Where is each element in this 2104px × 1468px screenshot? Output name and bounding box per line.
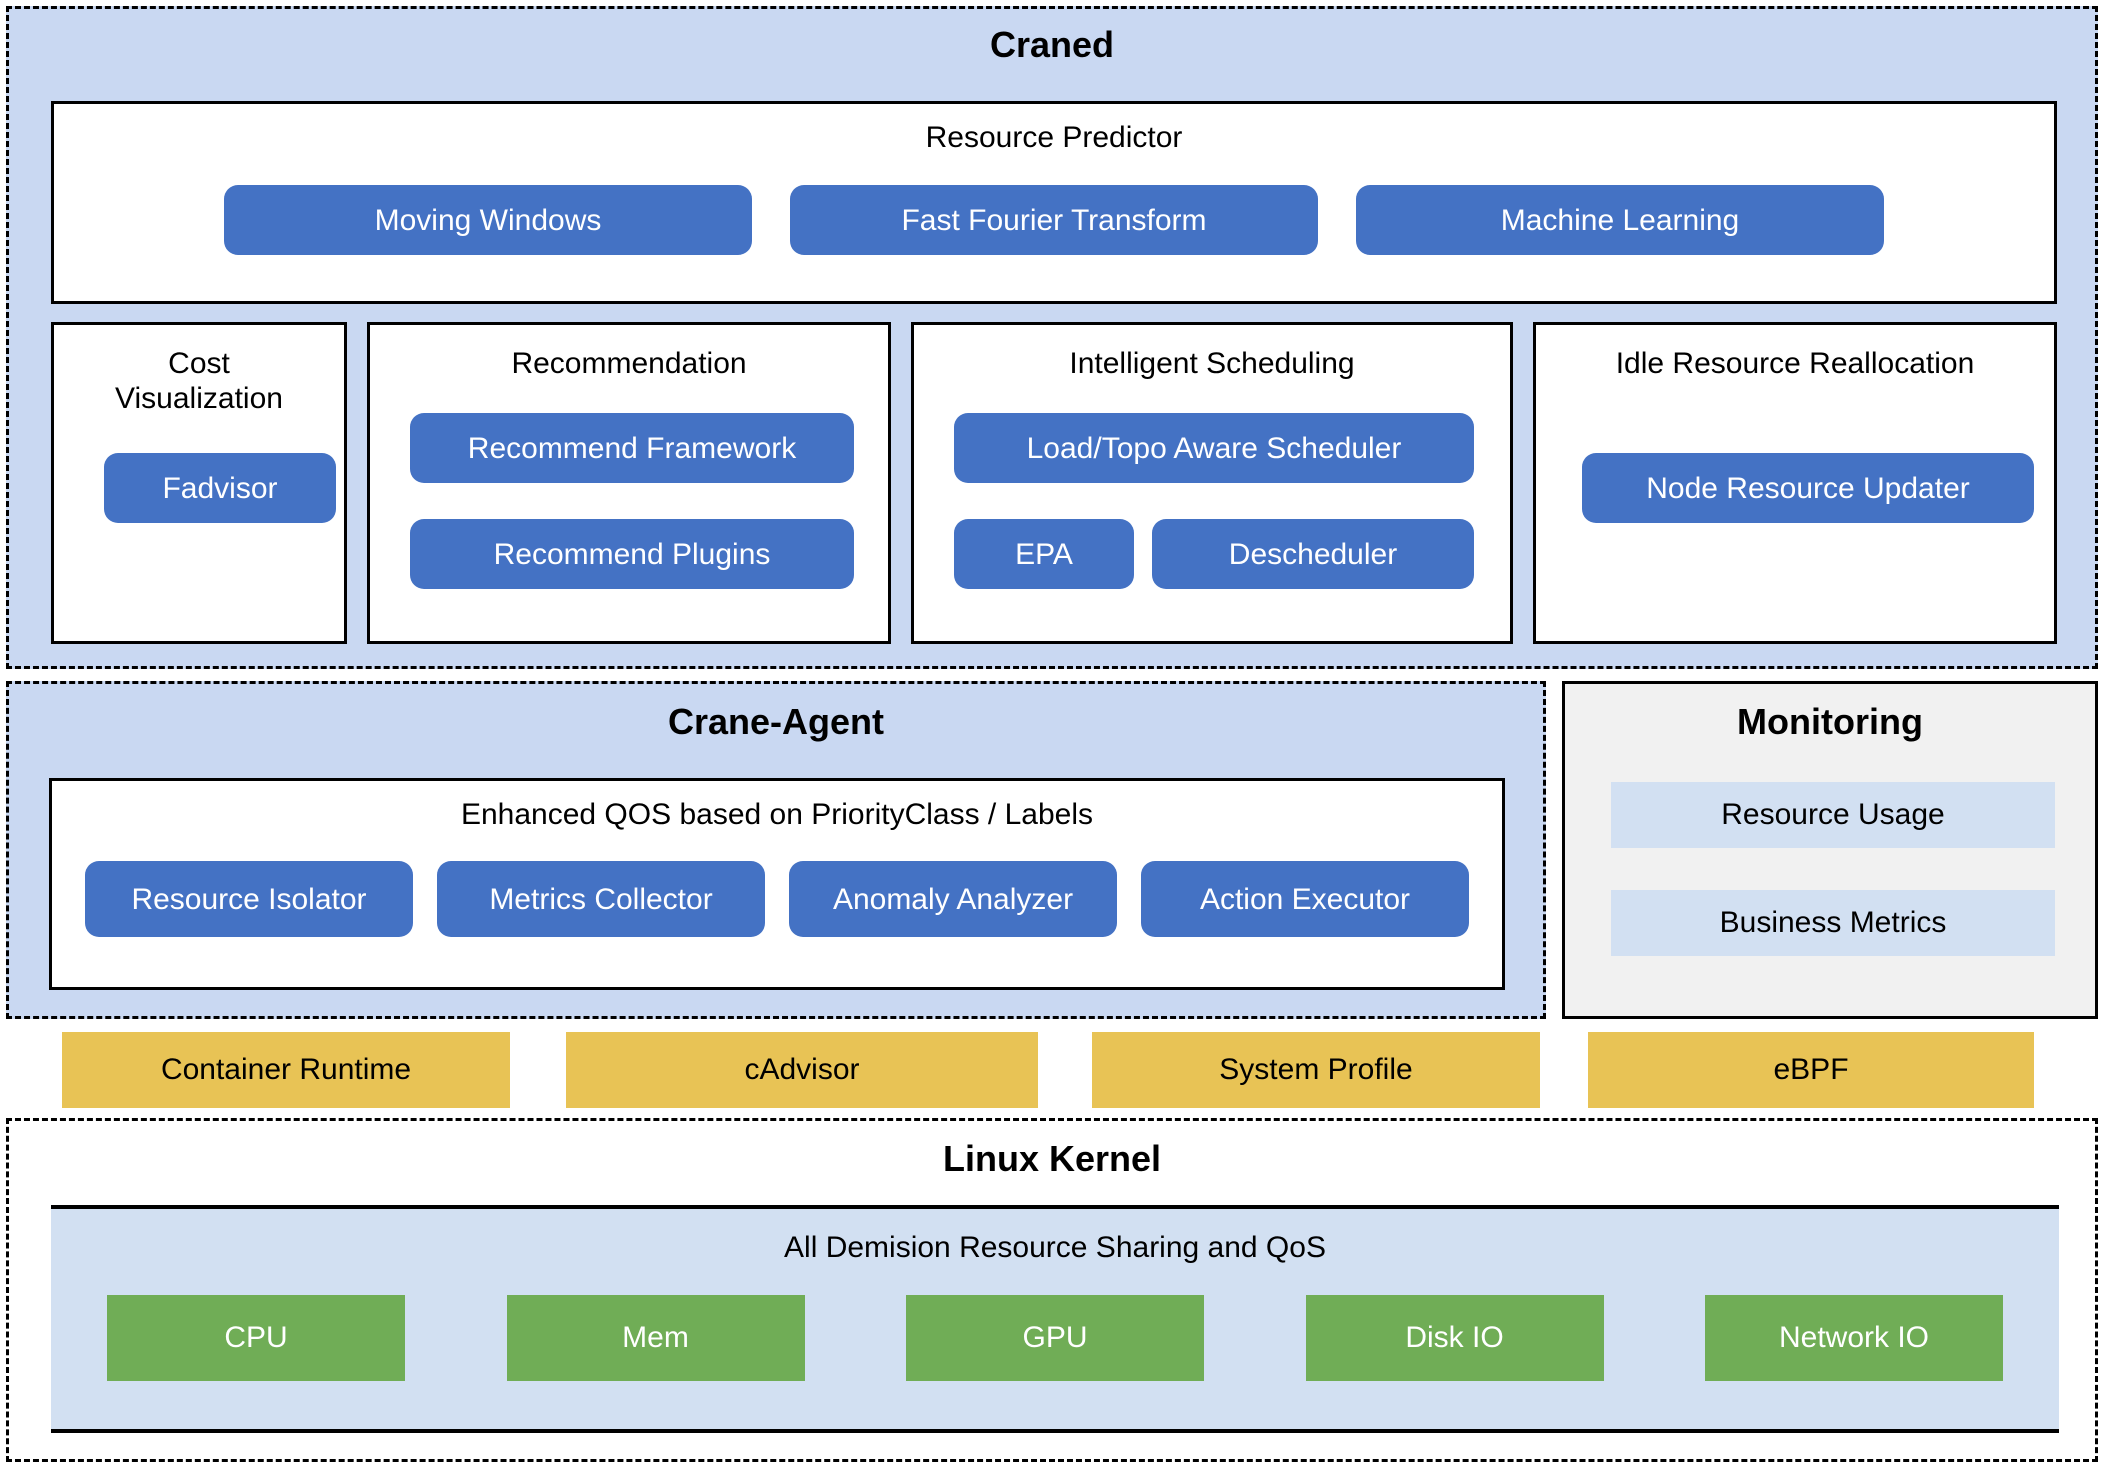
resource-predictor-items: Moving Windows Fast Fourier Transform Ma…: [54, 185, 2054, 255]
recommendation-title: Recommendation: [511, 347, 747, 380]
resource-predictor-box: Resource Predictor Moving Windows Fast F…: [51, 101, 2057, 304]
monitoring-item-business-metrics[interactable]: Business Metrics: [1611, 890, 2055, 956]
data-source-system-profile[interactable]: System Profile: [1092, 1032, 1540, 1108]
intelligent-scheduling-item-load-topo-aware-scheduler[interactable]: Load/Topo Aware Scheduler: [954, 413, 1474, 483]
resource-predictor-title: Resource Predictor: [925, 121, 1183, 154]
linux-kernel-section: Linux Kernel All Demision Resource Shari…: [6, 1118, 2098, 1462]
kernel-resource-gpu[interactable]: GPU: [906, 1295, 1204, 1381]
kernel-resource-chips: CPU Mem GPU Disk IO Network IO: [107, 1295, 2003, 1381]
crane-agent-section: Crane-Agent Enhanced QOS based on Priori…: [6, 681, 1546, 1019]
kernel-resource-network-io[interactable]: Network IO: [1705, 1295, 2003, 1381]
intelligent-scheduling-item-descheduler[interactable]: Descheduler: [1152, 519, 1474, 589]
intelligent-scheduling-title: Intelligent Scheduling: [1069, 347, 1355, 380]
cost-visualization-item-fadvisor[interactable]: Fadvisor: [104, 453, 336, 523]
recommendation-item-recommend-plugins[interactable]: Recommend Plugins: [410, 519, 854, 589]
enhanced-qos-box: Enhanced QOS based on PriorityClass / La…: [49, 778, 1505, 990]
data-source-container-runtime[interactable]: Container Runtime: [62, 1032, 510, 1108]
data-sources-row: Container Runtime cAdvisor System Profil…: [6, 1032, 2098, 1108]
craned-modules-row: Cost Visualization Fadvisor Recommendati…: [51, 322, 2057, 644]
cost-visualization-title: Cost Visualization: [54, 347, 344, 416]
recommendation-item-recommend-framework[interactable]: Recommend Framework: [410, 413, 854, 483]
all-demision-resource-sharing-title: All Demision Resource Sharing and QoS: [784, 1231, 1326, 1264]
qos-item-anomaly-analyzer[interactable]: Anomaly Analyzer: [789, 861, 1117, 937]
linux-kernel-title: Linux Kernel: [942, 1138, 1162, 1179]
craned-section: Craned Resource Predictor Moving Windows…: [6, 6, 2098, 669]
qos-item-metrics-collector[interactable]: Metrics Collector: [437, 861, 765, 937]
data-source-ebpf[interactable]: eBPF: [1588, 1032, 2034, 1108]
idle-resource-reallocation-item-node-resource-updater[interactable]: Node Resource Updater: [1582, 453, 2034, 523]
enhanced-qos-items: Resource Isolator Metrics Collector Anom…: [52, 861, 1502, 937]
cost-visualization-box: Cost Visualization Fadvisor: [51, 322, 347, 644]
resource-predictor-item-machine-learning[interactable]: Machine Learning: [1356, 185, 1884, 255]
all-demision-resource-sharing-box: All Demision Resource Sharing and QoS CP…: [51, 1205, 2059, 1433]
qos-item-action-executor[interactable]: Action Executor: [1141, 861, 1469, 937]
intelligent-scheduling-item-epa[interactable]: EPA: [954, 519, 1134, 589]
monitoring-title: Monitoring: [1737, 701, 1923, 742]
kernel-resource-cpu[interactable]: CPU: [107, 1295, 405, 1381]
data-source-cadvisor[interactable]: cAdvisor: [566, 1032, 1038, 1108]
recommendation-box: Recommendation Recommend Framework Recom…: [367, 322, 891, 644]
resource-predictor-item-fast-fourier-transform[interactable]: Fast Fourier Transform: [790, 185, 1318, 255]
monitoring-section: Monitoring Resource Usage Business Metri…: [1562, 681, 2098, 1019]
monitoring-item-resource-usage[interactable]: Resource Usage: [1611, 782, 2055, 848]
kernel-resource-mem[interactable]: Mem: [506, 1295, 805, 1381]
crane-agent-title: Crane-Agent: [667, 701, 885, 742]
idle-resource-reallocation-box: Idle Resource Reallocation Node Resource…: [1533, 322, 2057, 644]
kernel-resource-disk-io[interactable]: Disk IO: [1305, 1295, 1604, 1381]
cost-visualization-title-line2: Visualization: [115, 381, 283, 415]
craned-title: Craned: [989, 24, 1115, 65]
qos-item-resource-isolator[interactable]: Resource Isolator: [85, 861, 413, 937]
intelligent-scheduling-box: Intelligent Scheduling Load/Topo Aware S…: [911, 322, 1513, 644]
enhanced-qos-title: Enhanced QOS based on PriorityClass / La…: [460, 798, 1093, 831]
cost-visualization-title-line1: Cost: [168, 347, 230, 380]
resource-predictor-item-moving-windows[interactable]: Moving Windows: [224, 185, 752, 255]
idle-resource-reallocation-title: Idle Resource Reallocation: [1615, 347, 1975, 380]
